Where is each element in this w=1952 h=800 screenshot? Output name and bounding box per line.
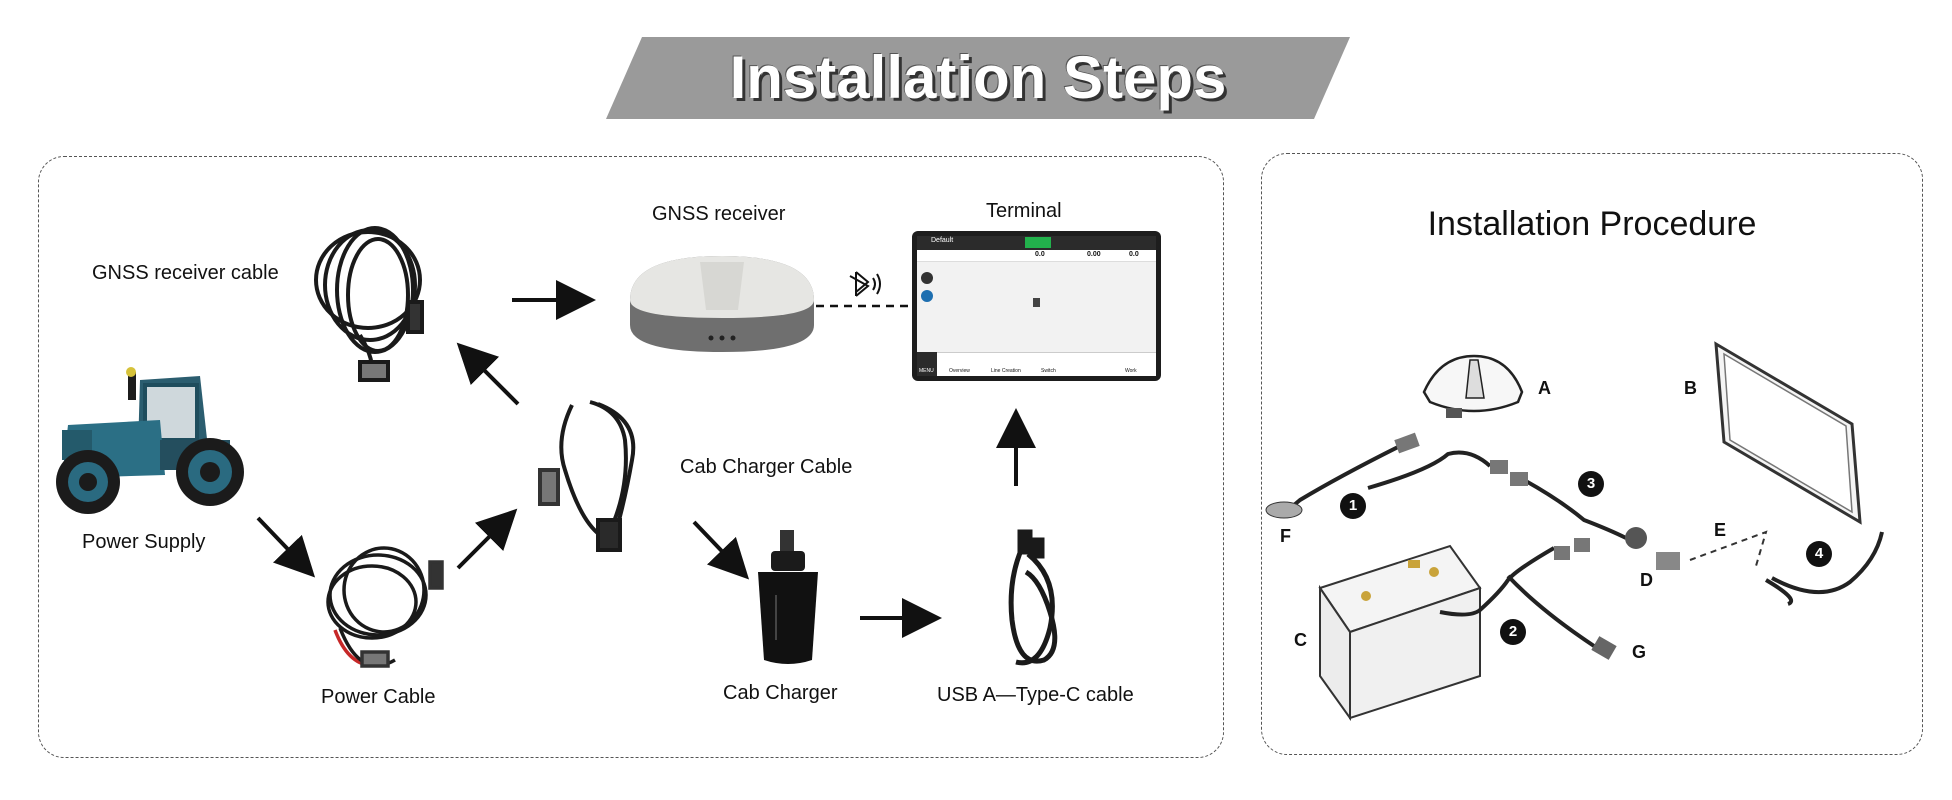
label-power-cable: Power Cable (321, 686, 436, 708)
label-gnss-receiver-cable: GNSS receiver cable (92, 262, 279, 284)
tablet-icon (1714, 341, 1862, 525)
globe-icon[interactable] (921, 290, 933, 302)
terminal-device: Default 0.0 0.00 0.0 MENU Overview Line … (912, 231, 1161, 381)
banner-shape (606, 37, 1350, 119)
label-cab-charger: Cab Charger (723, 682, 838, 704)
label-e: E (1714, 520, 1727, 540)
nav-switch[interactable]: Switch (1041, 368, 1056, 374)
label-c: C (1294, 630, 1307, 650)
terminal-readout-3: 0.0 (1129, 251, 1139, 258)
terminal-readout-1: 0.0 (1035, 251, 1045, 258)
label-d: D (1640, 570, 1653, 590)
arrow-ycable-to-gnss-cable (456, 342, 520, 406)
step-4-badge: 4 (1806, 541, 1832, 567)
installation-procedure-panel (1261, 153, 1923, 755)
antenna-icon (1422, 354, 1524, 418)
terminal-readout-2: 0.00 (1087, 251, 1101, 258)
step-2-badge: 2 (1500, 619, 1526, 645)
camera-icon[interactable] (921, 272, 933, 284)
usb-cable-image (1008, 529, 1058, 666)
gnss-receiver-cable-image (314, 226, 424, 382)
nav-work[interactable]: Work (1125, 368, 1137, 374)
step-1-badge: 1 (1340, 493, 1366, 519)
label-cab-charger-cable: Cab Charger Cable (680, 456, 853, 478)
gnss-receiver-image (630, 256, 814, 352)
dashed-connection-e (1689, 530, 1768, 567)
label-usb-cable: USB A—Type-C cable (937, 684, 1134, 706)
label-g: G (1632, 642, 1647, 662)
terminal-screen: Default 0.0 0.00 0.0 MENU Overview Line … (917, 236, 1156, 376)
menu-label: MENU (919, 368, 934, 374)
power-cable-image (326, 546, 444, 668)
terminal-status-indicator (1025, 237, 1051, 248)
battery-icon (1318, 544, 1482, 722)
installation-flow-panel (38, 156, 1224, 758)
page-title: Installation Steps (729, 44, 1227, 111)
title-banner: Installation Steps (606, 37, 1350, 119)
bluetooth-icon (849, 271, 881, 297)
label-terminal: Terminal (986, 200, 1062, 222)
tractor-icon (56, 367, 244, 514)
nav-line-creation[interactable]: Line Creation (991, 368, 1021, 374)
flow-arrows (256, 280, 1036, 638)
procedure-title: Installation Procedure (1427, 205, 1757, 243)
arrow-power-cable-to-ycable (456, 508, 518, 570)
arrow-power-to-power-cable (256, 516, 316, 578)
label-gnss-receiver: GNSS receiver (652, 203, 786, 225)
terminal-readout-row (917, 250, 1156, 262)
arrow-to-cab-charger (692, 520, 750, 580)
label-a: A (1538, 378, 1551, 398)
step-3-badge: 3 (1578, 471, 1604, 497)
label-power-supply: Power Supply (82, 531, 206, 553)
connector-icons (1265, 432, 1680, 660)
terminal-nav-bar (917, 352, 1156, 376)
y-cable-image (538, 400, 636, 552)
label-b: B (1684, 378, 1697, 398)
label-f: F (1280, 526, 1291, 546)
nav-overview[interactable]: Overview (949, 368, 970, 374)
menu-button[interactable] (917, 352, 937, 376)
cab-charger-image (758, 530, 818, 664)
terminal-profile-label: Default (931, 237, 954, 244)
procedure-cables (1282, 444, 1884, 648)
vehicle-marker-icon (1033, 298, 1040, 307)
